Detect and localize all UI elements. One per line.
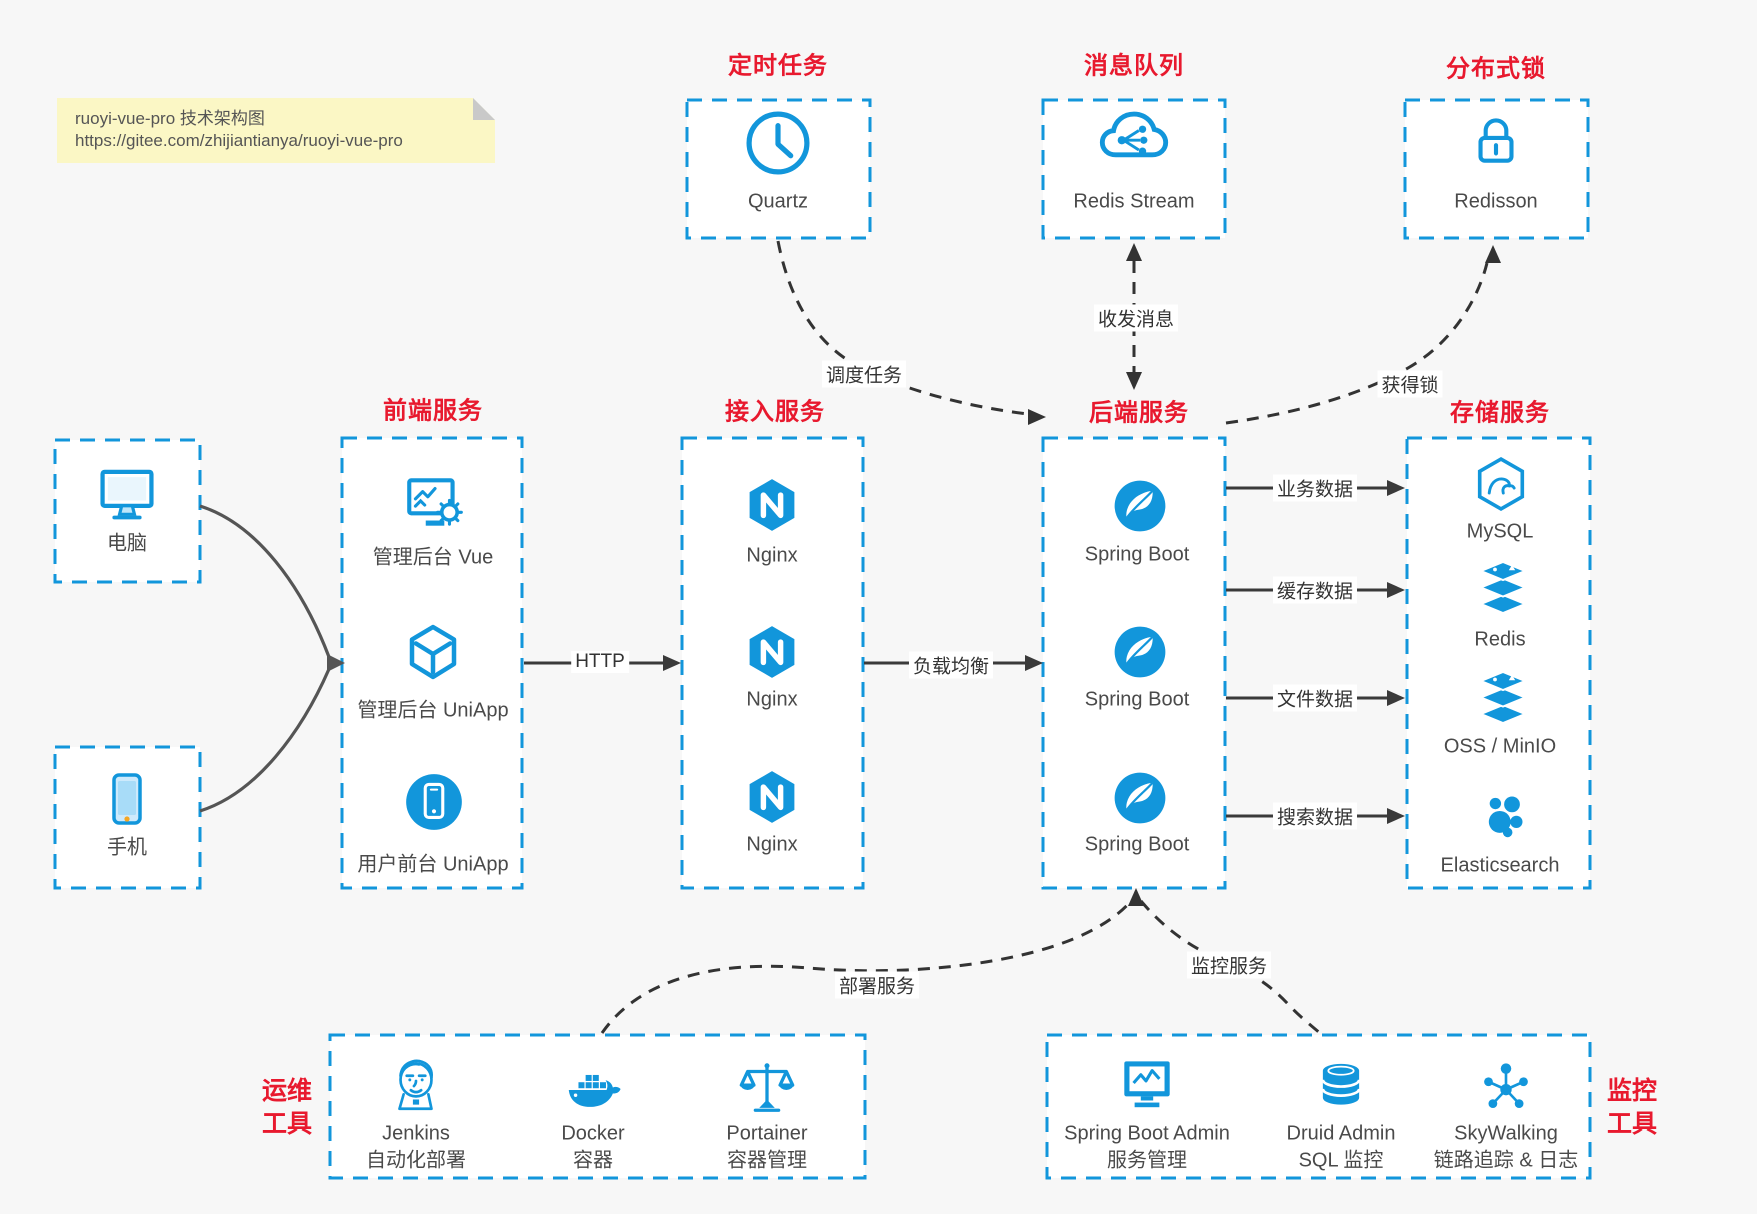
title-monitor-line2: 工具 bbox=[1606, 1110, 1658, 1138]
label-admin-vue: 管理后台 Vue bbox=[372, 546, 494, 569]
title-gateway: 接入服务 bbox=[725, 398, 825, 426]
label-elasticsearch: Elasticsearch bbox=[1440, 854, 1560, 877]
label-redisson: Redisson bbox=[1454, 190, 1538, 213]
label-portainer: Portainer bbox=[726, 1122, 808, 1145]
title-message-queue: 消息队列 bbox=[1084, 52, 1184, 80]
dashed-arrowheads bbox=[1028, 243, 1501, 906]
edge-label-http: HTTP bbox=[571, 651, 629, 673]
title-storage: 存储服务 bbox=[1450, 399, 1550, 427]
skywalking-icon bbox=[1478, 1059, 1534, 1115]
label-nginx-2: Nginx bbox=[746, 688, 798, 711]
label-quartz: Quartz bbox=[747, 190, 809, 213]
label-springboot-1: Spring Boot bbox=[1084, 543, 1190, 566]
note-fold-icon bbox=[473, 98, 495, 120]
portainer-scales-icon bbox=[736, 1057, 798, 1119]
solid-arrowheads bbox=[663, 480, 1405, 824]
arrowhead-clients-frontend bbox=[327, 654, 345, 672]
box-ops-tools bbox=[328, 1033, 867, 1180]
desktop-icon bbox=[93, 458, 161, 526]
edge-label-business-data: 业务数据 bbox=[1272, 474, 1358, 502]
spring-boot-icon bbox=[1111, 769, 1169, 827]
druid-database-icon bbox=[1312, 1058, 1370, 1116]
sticky-note: ruoyi-vue-pro 技术架构图 https://gitee.com/zh… bbox=[57, 98, 495, 163]
title-ops-line2: 工具 bbox=[261, 1110, 313, 1138]
title-monitor-line1: 监控 bbox=[1606, 1077, 1658, 1105]
clock-icon bbox=[741, 106, 815, 180]
elasticsearch-icon bbox=[1477, 786, 1533, 842]
edge-label-send-receive-msg: 收发消息 bbox=[1093, 304, 1179, 332]
box-distributed-lock bbox=[1403, 98, 1590, 240]
label-oss-minio: OSS / MinIO bbox=[1443, 735, 1557, 758]
nginx-icon bbox=[743, 623, 801, 681]
label-docker: Docker bbox=[561, 1122, 625, 1145]
title-ops-tools: 运维 工具 bbox=[262, 1075, 312, 1141]
label-user-uniapp: 用户前台 UniApp bbox=[357, 853, 509, 876]
smartphone-icon bbox=[95, 767, 159, 831]
redis-icon bbox=[1471, 557, 1535, 621]
label-druid-admin: Druid Admin bbox=[1286, 1122, 1396, 1145]
label-spring-boot-admin: Spring Boot Admin bbox=[1064, 1122, 1230, 1145]
spring-boot-icon bbox=[1111, 477, 1169, 535]
client-arrows bbox=[199, 504, 331, 813]
label-nginx-3: Nginx bbox=[746, 833, 798, 856]
cloud-share-icon bbox=[1095, 100, 1173, 178]
edge-label-acquire-lock: 获得锁 bbox=[1377, 370, 1443, 398]
jenkins-icon bbox=[383, 1051, 449, 1117]
title-ops-line1: 运维 bbox=[261, 1077, 313, 1105]
title-scheduled-task: 定时任务 bbox=[728, 52, 828, 80]
docker-icon bbox=[562, 1058, 624, 1120]
label-springboot-3: Spring Boot bbox=[1084, 833, 1190, 856]
label-phone: 手机 bbox=[107, 836, 147, 859]
mobile-circle-icon bbox=[401, 769, 467, 835]
admin-vue-icon bbox=[401, 470, 467, 536]
label-jenkins: Jenkins bbox=[382, 1122, 450, 1145]
title-distributed-lock: 分布式锁 bbox=[1446, 55, 1546, 83]
oss-minio-icon bbox=[1471, 667, 1535, 731]
spring-boot-icon bbox=[1111, 623, 1169, 681]
label-portainer-desc: 容器管理 bbox=[727, 1149, 807, 1172]
nginx-icon bbox=[743, 476, 801, 534]
title-monitor-tools: 监控 工具 bbox=[1607, 1075, 1657, 1141]
label-admin-uniapp: 管理后台 UniApp bbox=[357, 699, 509, 722]
spring-boot-admin-icon bbox=[1114, 1051, 1180, 1117]
edge-label-load-balance: 负载均衡 bbox=[908, 651, 994, 679]
edge-label-monitor-service: 监控服务 bbox=[1186, 951, 1272, 979]
label-jenkins-desc: 自动化部署 bbox=[366, 1149, 466, 1172]
edge-label-cache-data: 缓存数据 bbox=[1272, 576, 1358, 604]
label-skywalking: SkyWalking bbox=[1454, 1122, 1558, 1145]
edge-label-deploy-service: 部署服务 bbox=[834, 971, 920, 999]
label-pc: 电脑 bbox=[107, 532, 147, 555]
label-nginx-1: Nginx bbox=[746, 544, 798, 567]
mysql-icon bbox=[1472, 455, 1530, 513]
label-docker-desc: 容器 bbox=[573, 1149, 613, 1172]
cube-icon bbox=[401, 621, 465, 685]
label-redis: Redis bbox=[1474, 628, 1526, 651]
label-springboot-2: Spring Boot bbox=[1084, 688, 1190, 711]
label-spring-boot-admin-desc: 服务管理 bbox=[1107, 1149, 1187, 1172]
note-url: https://gitee.com/zhijiantianya/ruoyi-vu… bbox=[75, 131, 403, 150]
label-druid-admin-desc: SQL 监控 bbox=[1298, 1149, 1384, 1172]
title-frontend: 前端服务 bbox=[383, 397, 483, 425]
note-title: ruoyi-vue-pro 技术架构图 bbox=[75, 109, 265, 128]
label-mysql: MySQL bbox=[1466, 520, 1534, 543]
box-message-queue bbox=[1041, 98, 1227, 240]
title-backend: 后端服务 bbox=[1089, 399, 1189, 427]
edge-label-schedule-task: 调度任务 bbox=[821, 360, 907, 388]
box-scheduled-task bbox=[685, 98, 872, 240]
lock-icon bbox=[1463, 107, 1529, 173]
edge-label-file-data: 文件数据 bbox=[1272, 684, 1358, 712]
edge-label-search-data: 搜索数据 bbox=[1272, 802, 1358, 830]
label-redis-stream: Redis Stream bbox=[1073, 190, 1195, 213]
label-skywalking-desc: 链路追踪 & 日志 bbox=[1433, 1149, 1579, 1172]
nginx-icon bbox=[743, 768, 801, 826]
